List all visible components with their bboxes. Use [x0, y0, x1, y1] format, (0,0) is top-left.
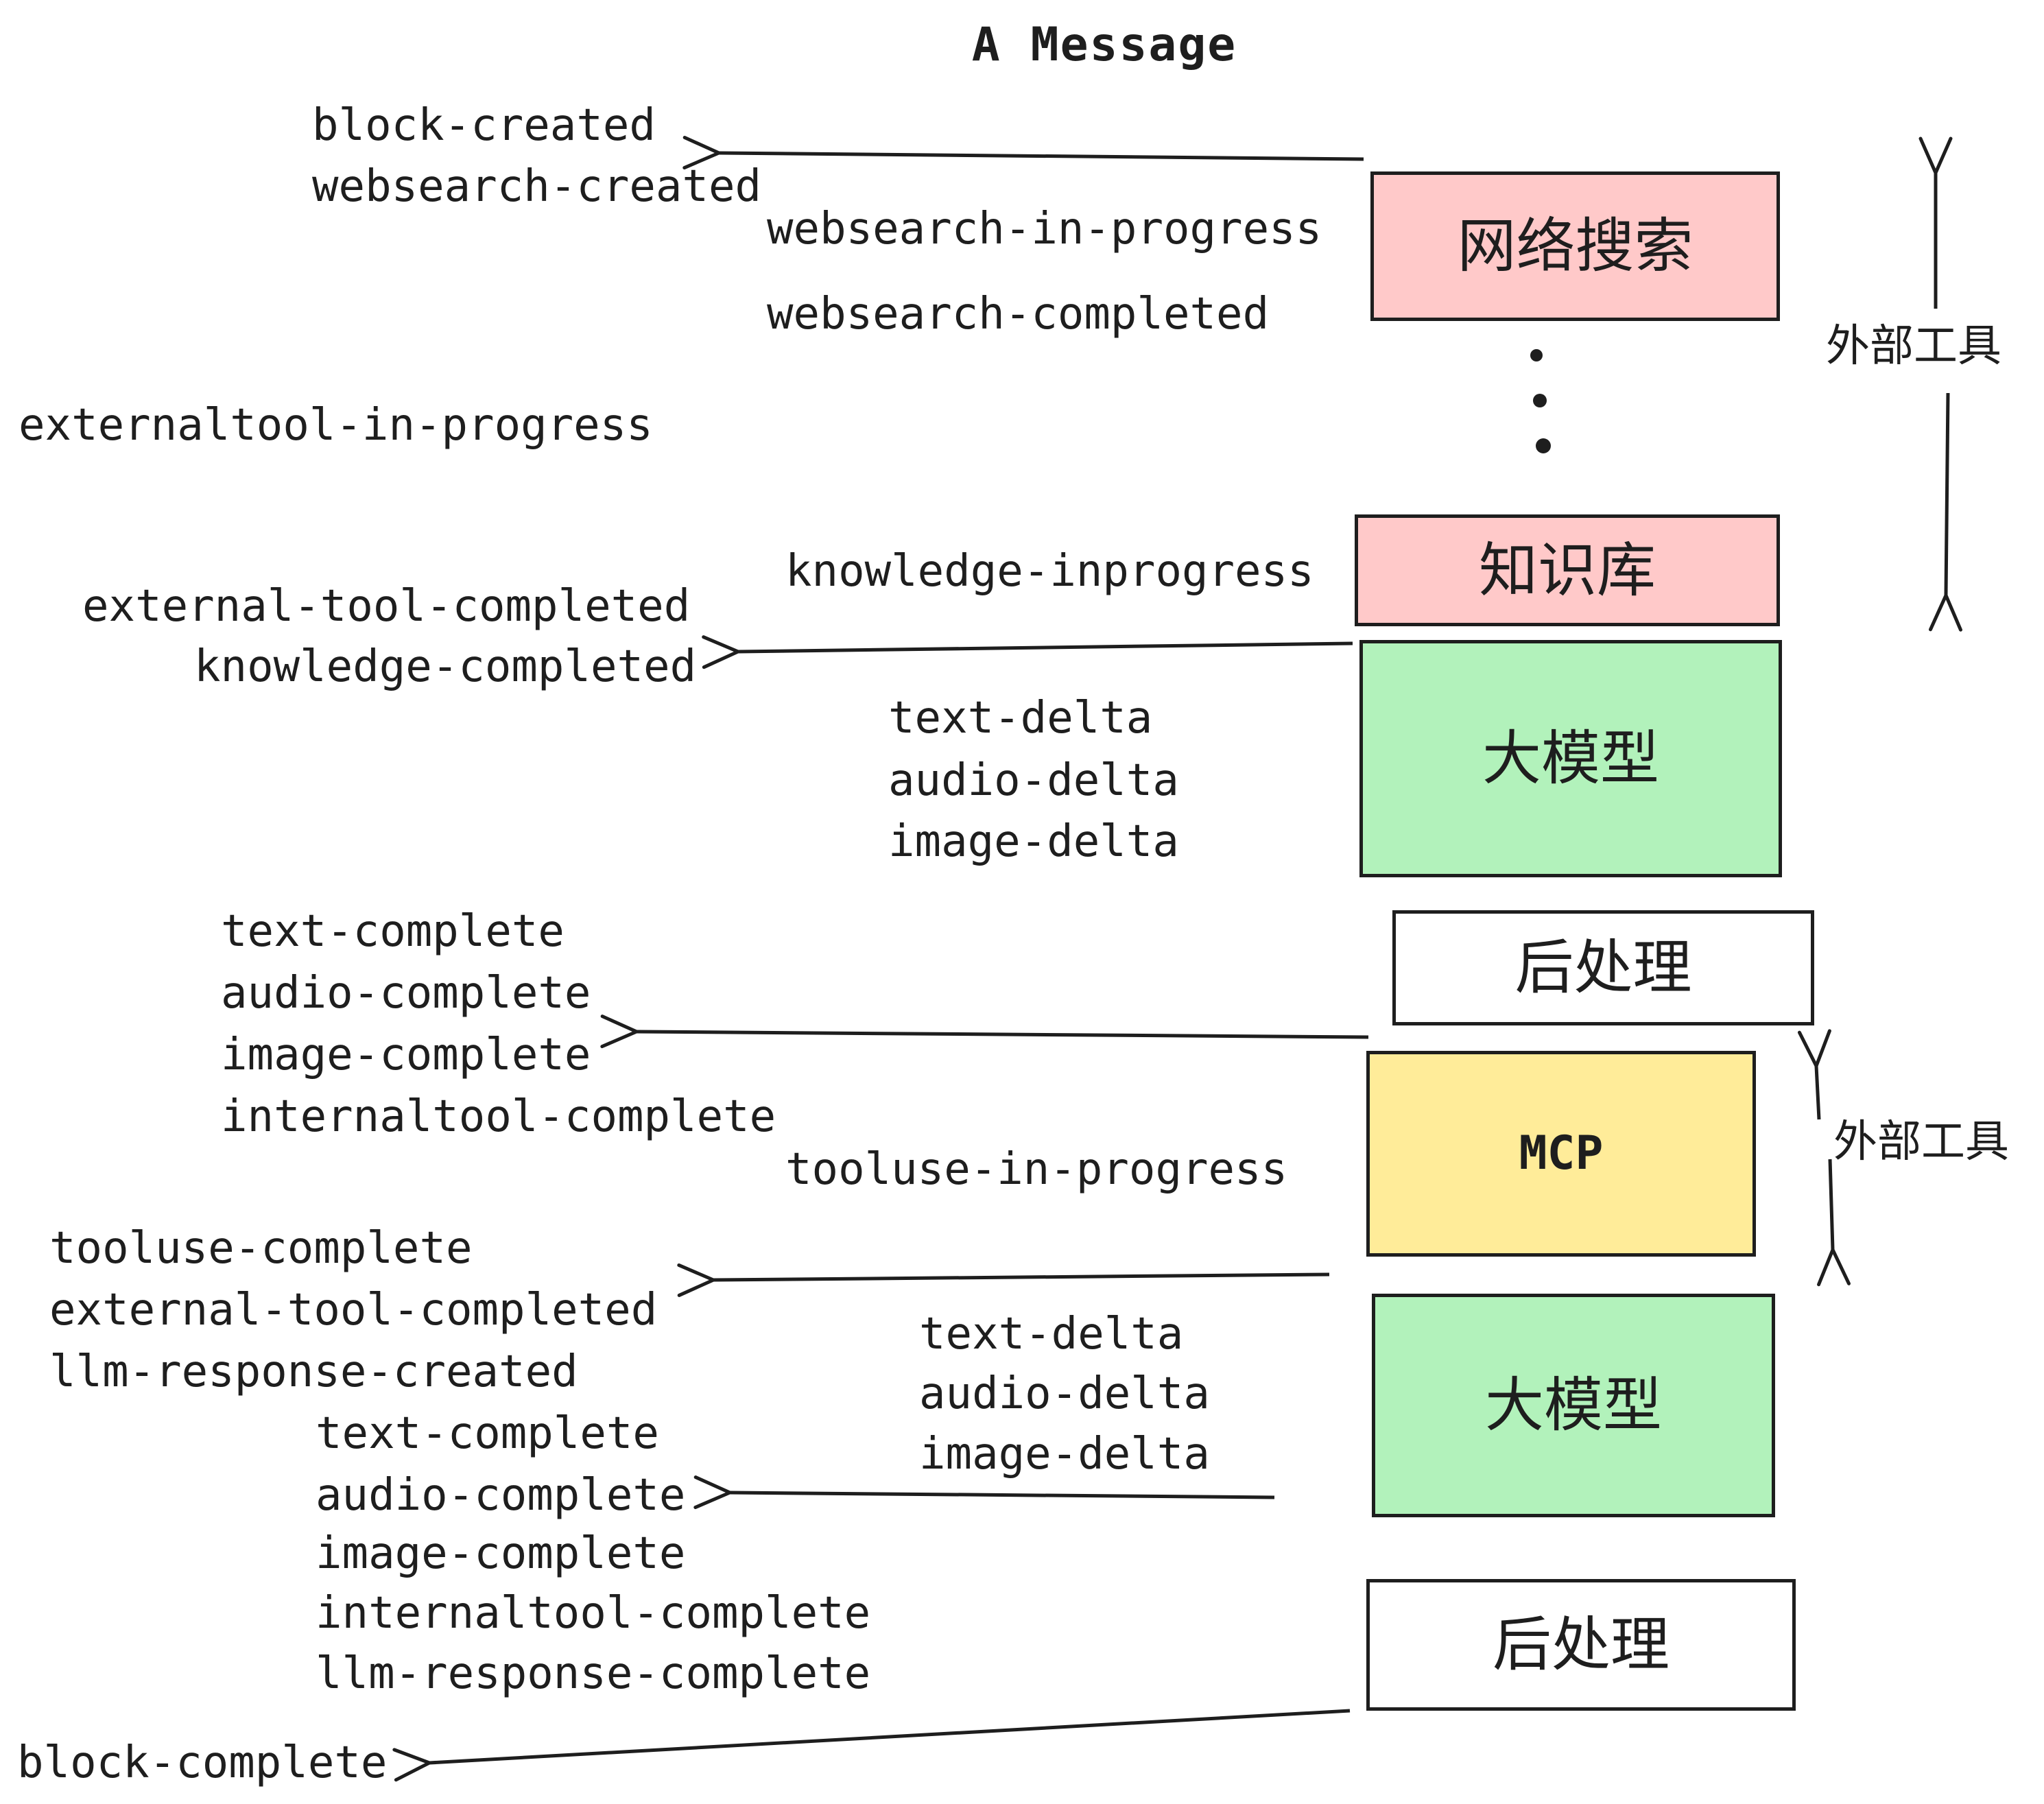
arrow-to-knowledge-completed: [702, 635, 1353, 669]
event-label-tooluse-complete: tooluse-complete: [49, 1223, 473, 1274]
event-label-image-delta-2: image-delta: [919, 1429, 1210, 1480]
arrow-to-block-created: [682, 136, 1364, 170]
box-mcp-label: MCP: [1519, 1126, 1604, 1180]
event-label-internaltool-complete-2: internaltool-complete: [316, 1588, 871, 1639]
event-label-block-created: block-created: [312, 100, 656, 151]
event-label-tooluse-in-progress: tooluse-in-progress: [785, 1144, 1288, 1195]
event-label-audio-delta-2: audio-delta: [919, 1368, 1210, 1419]
arrow-to-audio-complete: [693, 1475, 1275, 1510]
diagram-title: A Message: [971, 18, 1237, 72]
box-postprocess-2-label: 后处理: [1493, 1611, 1669, 1679]
box-websearch: 网络搜索: [1370, 171, 1780, 321]
box-mcp: MCP: [1366, 1051, 1756, 1257]
event-label-text-complete-1: text-complete: [221, 906, 565, 957]
box-llm-1: 大模型: [1359, 640, 1782, 877]
external-tools-up-arrow-mcp: [1797, 1029, 1831, 1120]
external-tools-label-top: 外部工具: [1826, 321, 2001, 372]
event-label-llm-response-complete: llm-response-complete: [316, 1648, 871, 1699]
event-label-text-delta-1: text-delta: [888, 693, 1153, 744]
box-llm-2-label: 大模型: [1485, 1371, 1662, 1440]
event-label-image-complete-2: image-complete: [316, 1528, 686, 1579]
ellipsis-dots: [1530, 349, 1551, 453]
event-label-internaltool-complete-1: internaltool-complete: [221, 1091, 776, 1142]
event-label-knowledge-completed: knowledge-completed: [194, 641, 697, 692]
event-label-image-complete-1: image-complete: [221, 1030, 591, 1080]
event-label-externaltool-in-progress: externaltool-in-progress: [19, 400, 653, 451]
box-postprocess-1-label: 后处理: [1514, 934, 1692, 1002]
event-label-websearch-completed: websearch-completed: [767, 289, 1270, 340]
box-knowledge-label: 知识库: [1479, 536, 1656, 605]
external-tools-down-arrow-mcp: [1817, 1159, 1851, 1287]
box-postprocess-1: 后处理: [1392, 910, 1814, 1025]
event-label-image-delta-1: image-delta: [888, 816, 1179, 867]
event-label-llm-response-created: llm-response-created: [49, 1346, 578, 1397]
box-postprocess-2: 后处理: [1366, 1579, 1796, 1711]
arrow-to-image-complete: [600, 1014, 1369, 1049]
event-label-websearch-created: websearch-created: [312, 161, 762, 212]
event-label-audio-complete-1: audio-complete: [221, 968, 591, 1019]
external-tools-label-mcp: 外部工具: [1833, 1117, 2009, 1167]
box-llm-2: 大模型: [1372, 1294, 1775, 1517]
event-label-knowledge-inprogress: knowledge-inprogress: [785, 546, 1314, 597]
box-knowledge: 知识库: [1355, 514, 1780, 626]
box-websearch-label: 网络搜索: [1457, 212, 1694, 281]
event-label-external-tool-completed-2: external-tool-completed: [49, 1285, 658, 1336]
event-label-block-complete: block-complete: [17, 1737, 388, 1788]
event-label-audio-delta-1: audio-delta: [888, 755, 1179, 806]
event-label-external-tool-completed: external-tool-completed: [82, 581, 691, 632]
event-label-text-complete-2: text-complete: [316, 1408, 659, 1459]
external-tools-down-arrow-top: [1928, 392, 1962, 632]
event-label-text-delta-2: text-delta: [919, 1309, 1184, 1360]
box-llm-1-label: 大模型: [1482, 724, 1659, 793]
arrow-to-block-complete: [392, 1709, 1351, 1782]
arrow-to-tooluse-complete: [677, 1263, 1330, 1297]
event-label-websearch-in-progress: websearch-in-progress: [767, 204, 1322, 254]
event-label-audio-complete-2: audio-complete: [316, 1470, 686, 1521]
